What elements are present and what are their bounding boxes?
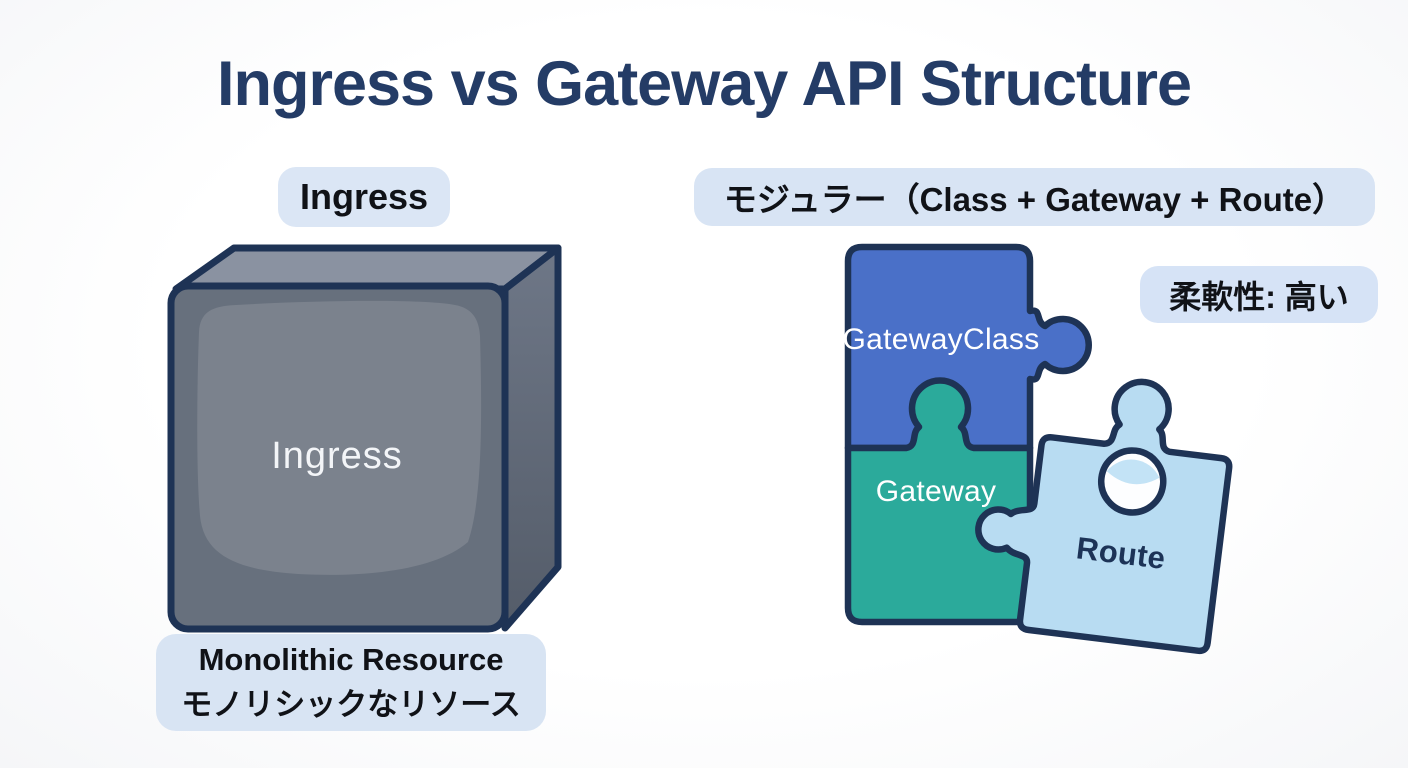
ingress-header-text: Ingress xyxy=(299,176,429,217)
gatewayclass-label: GatewayClass xyxy=(842,323,1039,356)
cube-label: Ingress xyxy=(271,435,403,477)
flexibility-badge: 柔軟性: 高い xyxy=(1140,266,1378,323)
gateway-piece xyxy=(844,377,1034,626)
gateway-label: Gateway xyxy=(876,475,997,508)
cube-right-face xyxy=(501,244,562,632)
flexibility-badge-text: 柔軟性: 高い xyxy=(1169,278,1349,315)
modular-header-label: モジュラー（Class + Gateway + Route） xyxy=(694,168,1375,226)
caption-line-en: Monolithic Resource xyxy=(198,642,504,678)
ingress-cube xyxy=(167,244,562,633)
gatewayclass-piece xyxy=(844,243,1092,452)
modular-header-text: モジュラー（Class + Gateway + Route） xyxy=(723,181,1346,218)
caption-line-jp: モノリシックなリソース xyxy=(181,686,521,722)
ingress-header-label: Ingress xyxy=(278,167,450,227)
monolithic-caption: Monolithic Resource モノリシックなリソース xyxy=(156,634,546,731)
page-title: Ingress vs Gateway API Structure xyxy=(216,49,1192,119)
route-socket-gleam xyxy=(1106,459,1160,485)
cube-front-highlight xyxy=(197,300,482,575)
route-piece xyxy=(975,378,1233,655)
